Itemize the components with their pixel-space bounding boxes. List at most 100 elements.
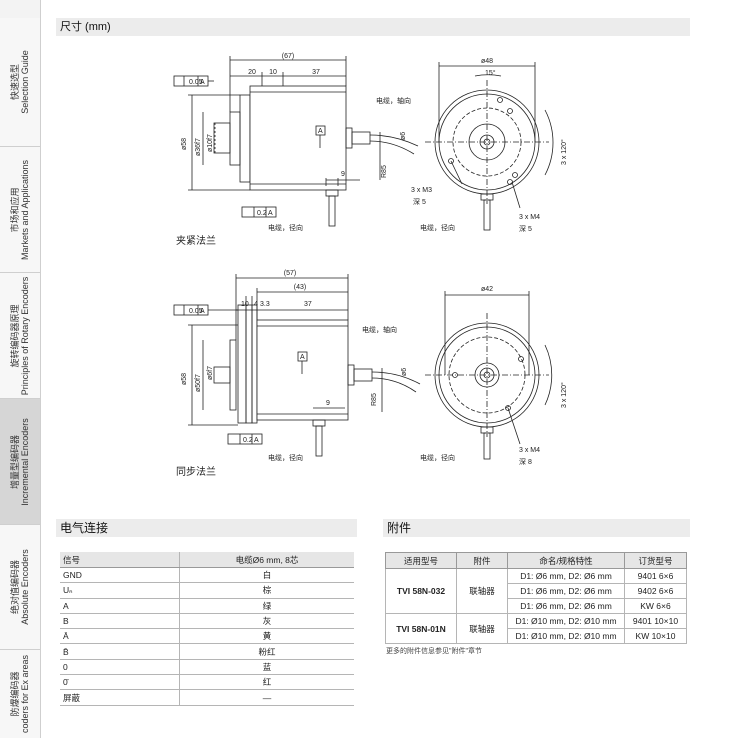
cable-radial-label-front: 电缆，径向 [420, 453, 455, 462]
tol-02: 0.2 [257, 210, 267, 217]
dim-3x120: 3 x 120° [560, 139, 568, 165]
clamp-side-view [173, 56, 419, 227]
cable-radial-label: 电缆，径向 [268, 223, 303, 232]
color-cell: — [179, 689, 354, 706]
col-signal: 信号 [60, 552, 180, 568]
dim-d58: ø58 [181, 138, 188, 150]
color-cell: 蓝 [179, 659, 354, 676]
tol-02: 0.2 [243, 437, 253, 444]
tol-005: 0.05 [189, 79, 203, 86]
sync-flange-caption: 同步法兰 [176, 467, 216, 478]
signal-cell: 0 [60, 659, 180, 676]
dim-d6: ø6 [400, 132, 407, 140]
cable-axial-label: 电缆，轴向 [362, 325, 397, 334]
col-model: 适用型号 [385, 552, 457, 569]
order-cell: 9401 6×6 [624, 568, 687, 584]
thread-m4: 3 x M4 [519, 214, 540, 221]
dim-r85: R85 [381, 165, 388, 178]
table-row: TVI 58N-01N 联轴器 D1: Ø10 mm, D2: Ø10 mm 9… [385, 613, 687, 644]
dim-57: (57) [284, 270, 296, 277]
spec-cell: D1: Ø6 mm, D2: Ø6 mm [507, 583, 625, 599]
cable-radial-label: 电缆，径向 [268, 453, 303, 462]
signal-cell: Uₙ [60, 582, 180, 599]
table-header-row: 信号 电缆Ø6 mm, 8芯 [60, 552, 354, 568]
dim-3x120: 3 x 120° [560, 382, 568, 408]
datum-a: A [200, 308, 205, 315]
color-cell: 红 [179, 674, 354, 691]
color-cell: 粉红 [179, 643, 354, 660]
accessories-header: 附件 [383, 519, 690, 537]
spec-cell: D1: Ø10 mm, D2: Ø10 mm [507, 613, 625, 629]
dim-15deg: 15° [485, 69, 496, 77]
dim-d58: ø58 [181, 373, 188, 385]
signal-cell: B [60, 613, 180, 630]
dim-37: 37 [304, 301, 312, 308]
thread-m3-depth: 深 5 [413, 197, 426, 206]
table-row: 0̄红 [60, 674, 354, 691]
col-accessory: 附件 [456, 552, 508, 569]
dim-67: (67) [282, 53, 294, 60]
thread-m3: 3 x M3 [411, 187, 432, 194]
order-cell: KW 6×6 [624, 598, 687, 614]
datum-a-mark: A [300, 354, 305, 361]
dim-d36: ø36f7 [195, 138, 202, 156]
dim-43: (43) [294, 284, 306, 291]
model-cell: TVI 58N-01N [385, 613, 457, 644]
color-cell: 棕 [179, 582, 354, 599]
dim-d50: ø50f7 [195, 374, 202, 392]
signal-cell: A [60, 598, 180, 614]
cable-radial-label-front: 电缆，径向 [420, 223, 455, 232]
order-cell: 9401 10×10 [624, 613, 687, 629]
datum-a-mark: A [318, 128, 323, 135]
datum-a: A [268, 210, 273, 217]
thread-m4-depth: 深 5 [519, 224, 532, 233]
table-row: 屏蔽— [60, 689, 354, 706]
table-row: B̄粉红 [60, 643, 354, 660]
col-order: 订货型号 [624, 552, 687, 569]
dim-d48: ø48 [481, 58, 493, 65]
model-cell: TVI 58N-032 [385, 568, 457, 614]
clamp-front-view [425, 62, 554, 231]
order-cell: 9402 6×6 [624, 583, 687, 599]
spec-cell: D1: Ø6 mm, D2: Ø6 mm [507, 598, 625, 614]
signal-cell: GND [60, 567, 180, 584]
signal-cell: 0̄ [60, 674, 180, 691]
clamp-flange-caption: 夹紧法兰 [176, 236, 216, 247]
dim-9: 9 [326, 400, 330, 407]
dim-d6: ø6 [401, 368, 408, 376]
col-spec: 命名/规格特性 [507, 552, 625, 569]
dim-4: 4 [254, 301, 258, 308]
dim-9: 9 [341, 171, 345, 178]
dim-20: 20 [248, 69, 256, 76]
accessories-table: 适用型号 附件 命名/规格特性 订货型号 TVI 58N-032 联轴器 D1:… [385, 552, 687, 644]
signal-cell: 屏蔽 [60, 689, 180, 706]
color-cell: 白 [179, 567, 354, 584]
dim-3-3: 3.3 [260, 301, 270, 308]
thread-m4: 3 x M4 [519, 447, 540, 454]
dim-d6f7: ø6f7 [207, 366, 214, 380]
color-cell: 绿 [179, 598, 354, 614]
col-cable: 电缆Ø6 mm, 8芯 [179, 552, 354, 568]
order-cell: KW 10×10 [624, 628, 687, 644]
table-row: D1: Ø10 mm, D2: Ø10 mm KW 10×10 [386, 628, 687, 644]
color-cell: 黄 [179, 628, 354, 645]
color-cell: 灰 [179, 613, 354, 630]
spec-cell: D1: Ø10 mm, D2: Ø10 mm [507, 628, 625, 644]
dim-r85: R85 [371, 393, 378, 406]
dim-37: 37 [312, 69, 320, 76]
sync-front-view [425, 291, 553, 460]
sync-side-view [173, 274, 421, 457]
